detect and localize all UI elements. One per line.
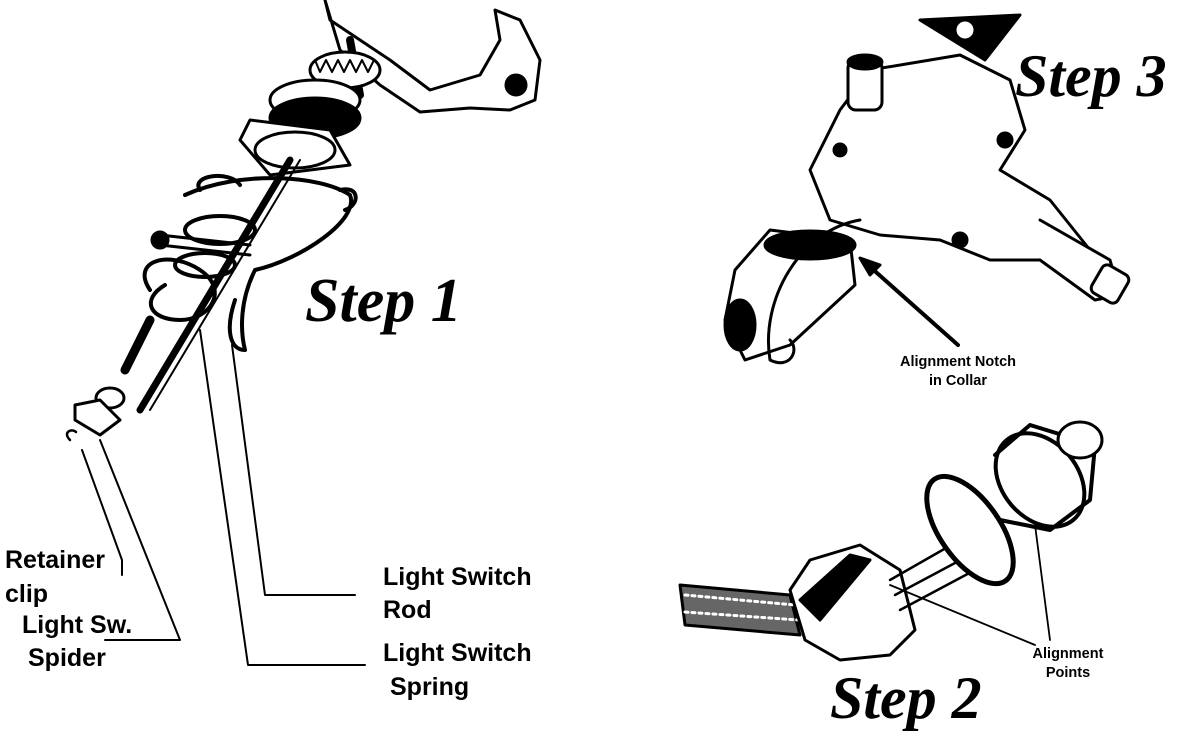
spring-label-line2: Spring xyxy=(390,673,470,701)
retainer-clip-label-line2: clip xyxy=(5,580,49,608)
step2-connector-drawing xyxy=(678,420,1104,662)
alignment-points-label-line1: Alignment xyxy=(1032,646,1104,662)
rod-label-line2: Rod xyxy=(383,596,432,624)
alignment-notch-label-line2: in Collar xyxy=(928,373,987,389)
step-2-heading: Step 2 xyxy=(830,665,982,731)
spring-label-line1: Light Switch xyxy=(383,639,532,667)
step-3-heading: Step 3 xyxy=(1015,43,1167,109)
spider-label-line1: Light Sw. xyxy=(22,611,133,639)
retainer-clip-label-line1: Retainer xyxy=(5,546,106,574)
step1-leader-lines xyxy=(81,329,366,666)
alignment-notch-arrow xyxy=(866,263,960,347)
step1-steering-column-drawing xyxy=(65,0,542,442)
step-1-heading: Step 1 xyxy=(305,267,462,335)
rod-label-line1: Light Switch xyxy=(383,563,532,591)
spider-label-line2: Spider xyxy=(28,644,106,672)
alignment-notch-label-line1: Alignment Notch xyxy=(900,354,1016,370)
alignment-points-leaders xyxy=(889,524,1051,646)
alignment-notch-arrowhead xyxy=(858,256,882,277)
step3-housing-drawing xyxy=(723,13,1131,364)
alignment-points-label-line2: Points xyxy=(1045,665,1091,681)
